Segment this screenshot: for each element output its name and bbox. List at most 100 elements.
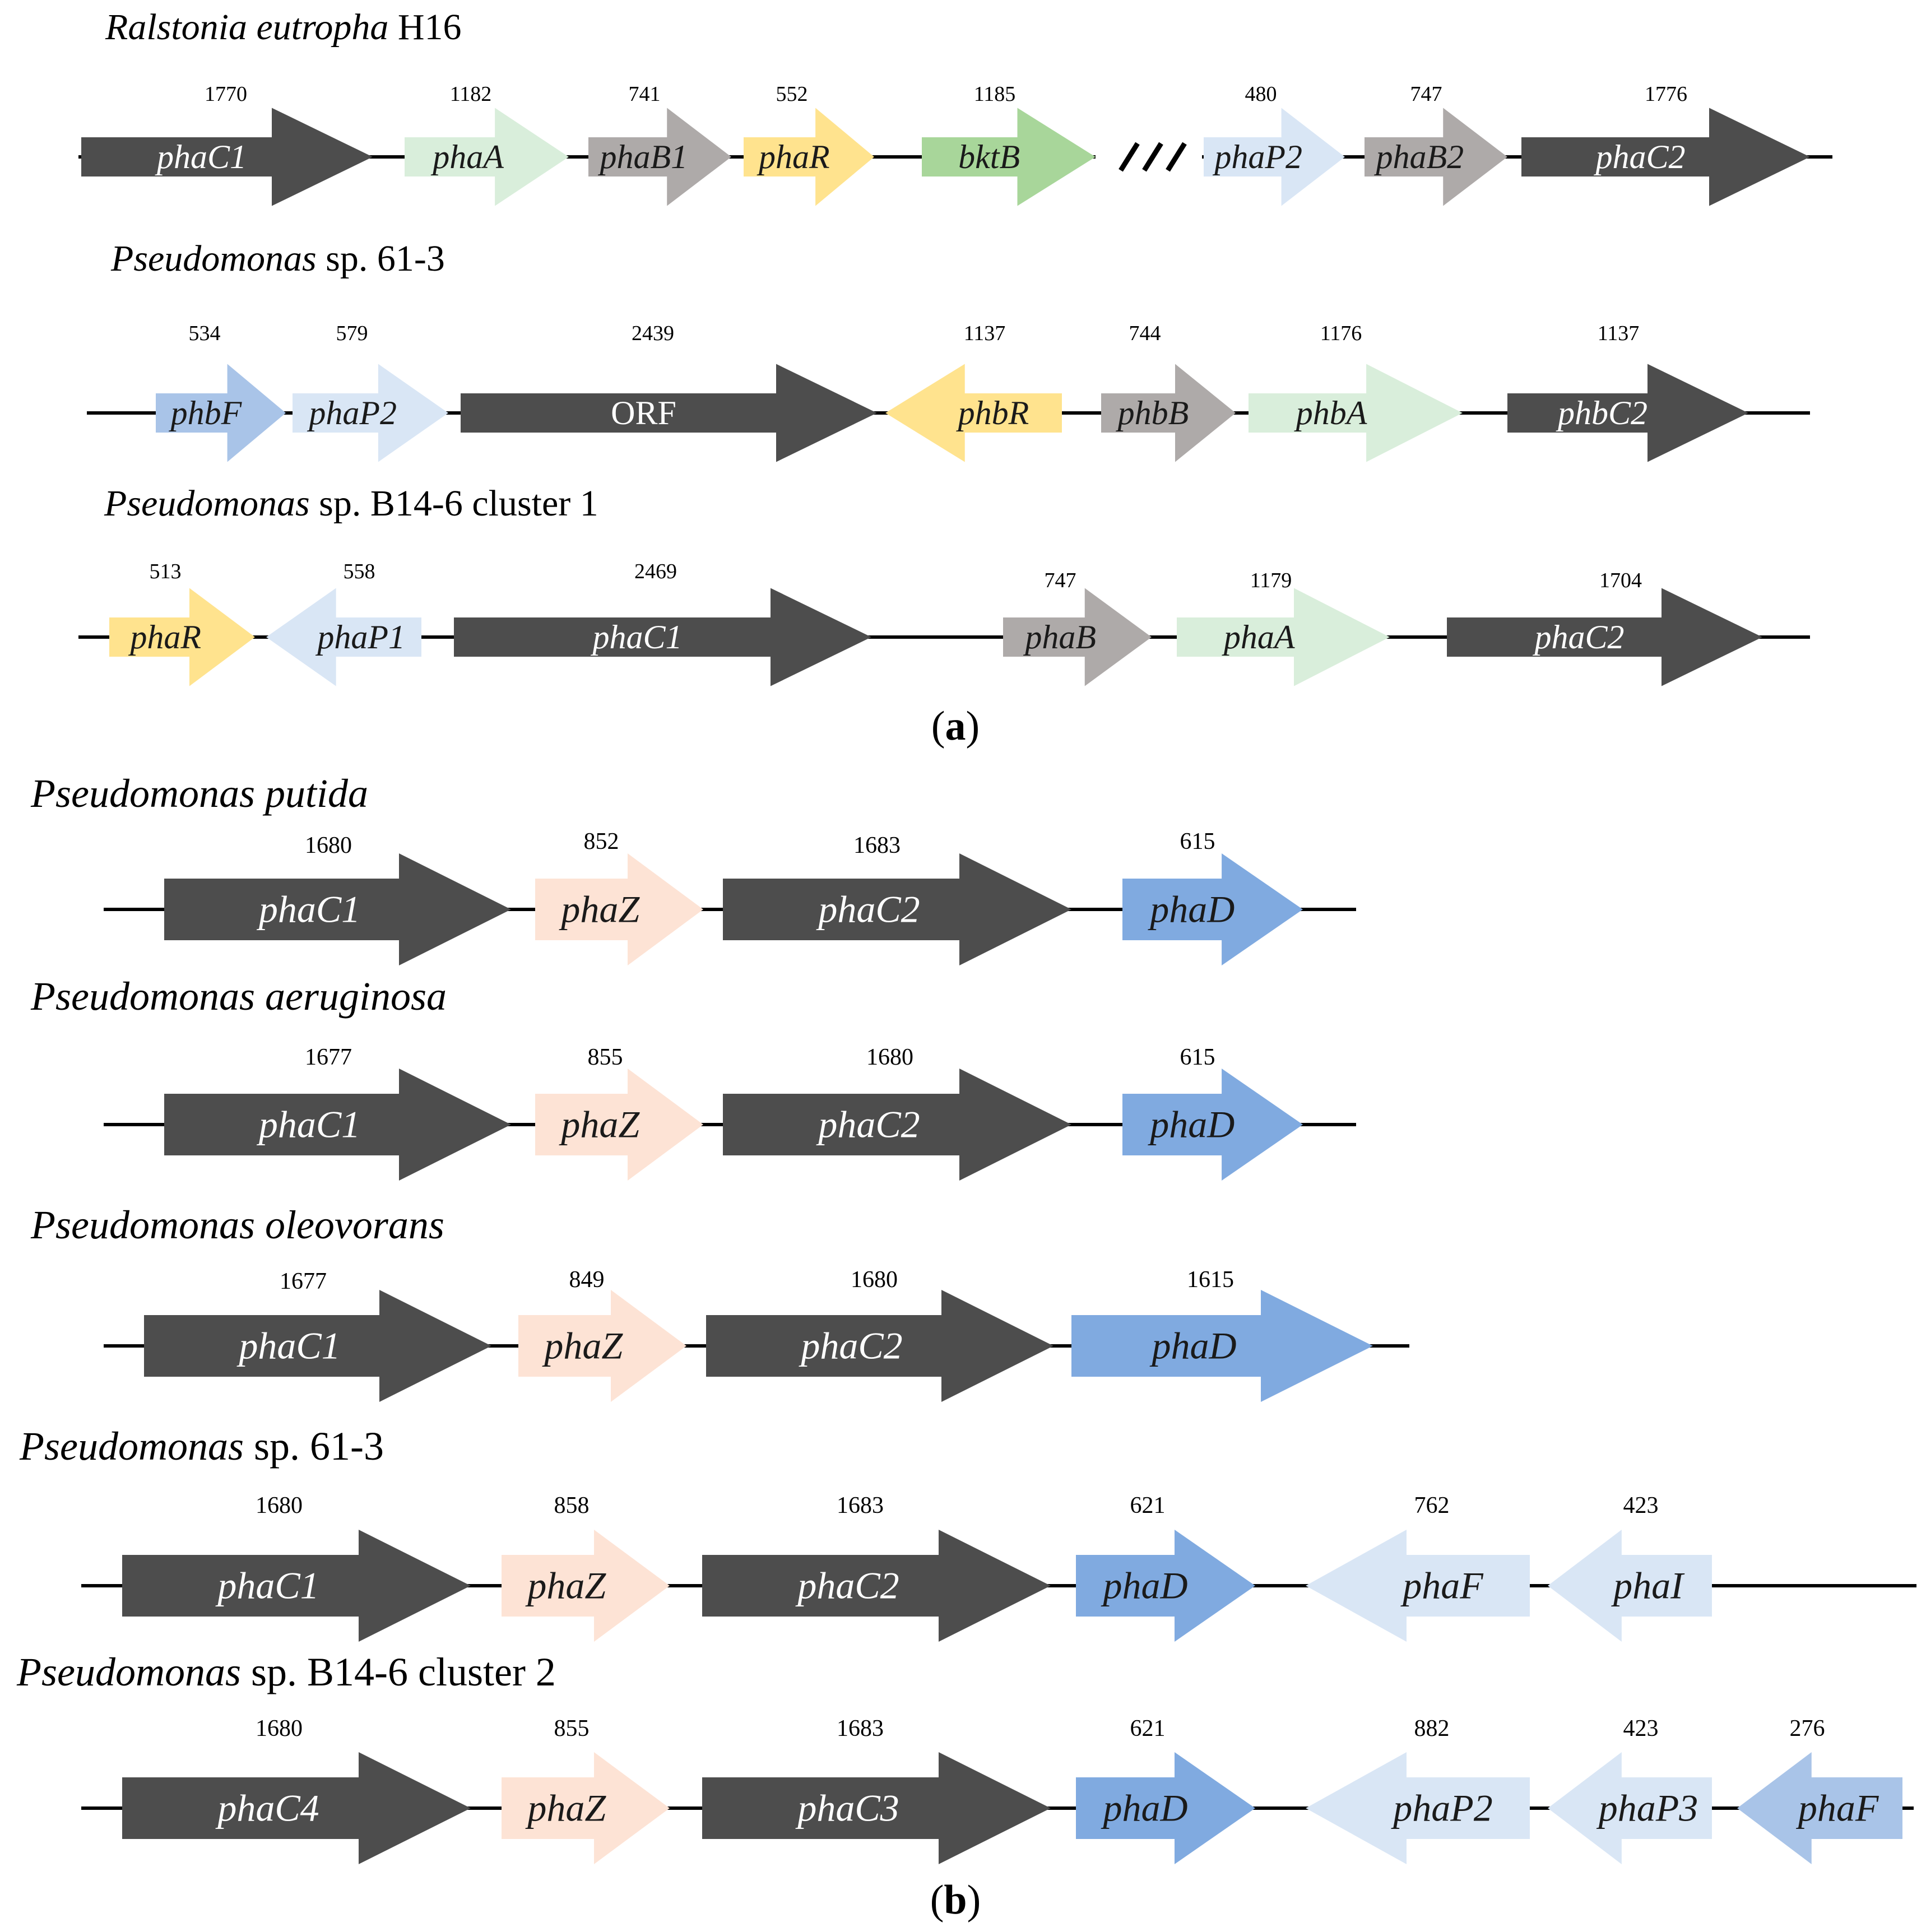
gene-length-label: 513 bbox=[150, 560, 182, 583]
gene-name-label: phaD bbox=[1148, 1103, 1235, 1145]
panel-label-a: (a) bbox=[931, 703, 980, 749]
gene-arrow-phaD bbox=[1122, 853, 1303, 965]
panel-label-b: (b) bbox=[930, 1877, 981, 1923]
gene-length-label: 615 bbox=[1180, 1044, 1215, 1070]
gene-arrow-phaA bbox=[1177, 588, 1390, 686]
gene-length-label: 1680 bbox=[866, 1044, 913, 1070]
gene-arrow-phbA bbox=[1249, 364, 1463, 462]
gene-name-label: phbF bbox=[169, 394, 243, 431]
break-mark bbox=[1119, 142, 1140, 172]
gene-arrow-phaD bbox=[1076, 1752, 1255, 1864]
gene-arrow-phaC1 bbox=[164, 853, 511, 965]
gene-arrow-phaP3 bbox=[1548, 1752, 1712, 1864]
organism-strain: sp. B14-6 cluster 1 bbox=[310, 483, 598, 524]
organism-strain: sp. 61-3 bbox=[317, 238, 445, 279]
gene-name-label: phaC4 bbox=[215, 1786, 319, 1829]
gene-length-label: 741 bbox=[629, 82, 661, 106]
gene-arrow-phaC4 bbox=[122, 1752, 471, 1864]
organism-genus: Pseudomonas putida bbox=[30, 771, 368, 816]
gene-arrow-phaB1 bbox=[588, 108, 731, 206]
gene-name-label: phaC2 bbox=[816, 888, 920, 930]
organism-strain: H16 bbox=[388, 7, 461, 48]
gene-length-label: 1680 bbox=[256, 1716, 303, 1741]
gene-length-label: 621 bbox=[1130, 1493, 1166, 1518]
gene-arrow-phaD bbox=[1071, 1290, 1373, 1402]
gene-name-label: phaD bbox=[1101, 1786, 1187, 1829]
gene-name-label: phaB2 bbox=[1373, 138, 1464, 175]
gene-name-label: phaR bbox=[757, 138, 830, 175]
gene-arrow-phaP1 bbox=[266, 588, 421, 686]
gene-arrow-phaC1 bbox=[81, 108, 373, 206]
gene-length-label: 1683 bbox=[853, 833, 901, 858]
gene-name-label: phaD bbox=[1149, 1324, 1236, 1367]
gene-arrow-phaI bbox=[1548, 1530, 1712, 1642]
organism-genus: Pseudomonas oleovorans bbox=[30, 1202, 444, 1247]
gene-length-label: 423 bbox=[1623, 1716, 1659, 1741]
gene-length-label: 855 bbox=[554, 1716, 590, 1741]
gene-arrow-phbC2 bbox=[1507, 364, 1748, 462]
gene-name-label: ORF bbox=[611, 394, 676, 431]
gene-arrow-phaZ bbox=[535, 853, 703, 965]
gene-arrow-phaR bbox=[744, 108, 874, 206]
gene-arrow-phaZ bbox=[502, 1530, 670, 1642]
organism-genus: Pseudomonas bbox=[16, 1650, 241, 1694]
gene-name-label: phaC2 bbox=[1593, 138, 1685, 175]
gene-length-label: 480 bbox=[1245, 82, 1277, 106]
gene-length-label: 615 bbox=[1180, 829, 1215, 854]
gene-length-label: 1683 bbox=[837, 1716, 884, 1741]
gene-length-label: 1677 bbox=[305, 1044, 352, 1070]
gene-name-label: phaP2 bbox=[1212, 138, 1302, 175]
break-mark bbox=[1166, 142, 1187, 172]
gene-name-label: phaF bbox=[1400, 1564, 1484, 1606]
gene-name-label: phaC2 bbox=[799, 1324, 902, 1367]
gene-length-label: 1615 bbox=[1187, 1267, 1234, 1293]
gene-length-label: 1179 bbox=[1250, 569, 1292, 592]
gene-length-label: 2439 bbox=[632, 322, 674, 345]
gene-arrow-phaZ bbox=[518, 1290, 686, 1402]
gene-name-label: phaZ bbox=[559, 888, 640, 930]
gene-name-label: phaP1 bbox=[315, 619, 405, 656]
organism-genus: Pseudomonas bbox=[110, 238, 317, 279]
gene-name-label: phbR bbox=[956, 394, 1029, 431]
gene-name-label: phaZ bbox=[559, 1103, 640, 1145]
gene-length-label: 1182 bbox=[450, 82, 492, 106]
gene-length-label: 762 bbox=[1414, 1493, 1450, 1518]
gene-name-label: phaC2 bbox=[1532, 619, 1624, 656]
gene-name-label: phaC2 bbox=[816, 1103, 920, 1145]
gene-length-label: 1185 bbox=[974, 82, 1016, 106]
gene-arrow-phaC1 bbox=[164, 1069, 511, 1181]
gene-length-label: 858 bbox=[554, 1493, 590, 1518]
gene-length-label: 1680 bbox=[256, 1493, 303, 1518]
gene-length-label: 1704 bbox=[1599, 569, 1642, 592]
gene-arrow-phaC1 bbox=[454, 588, 871, 686]
gene-name-label: phaC1 bbox=[236, 1324, 340, 1367]
gene-length-label: 1137 bbox=[1598, 322, 1640, 345]
gene-length-label: 1776 bbox=[1645, 82, 1687, 106]
organism-strain: sp. 61-3 bbox=[244, 1424, 384, 1469]
gene-name-label: phaP3 bbox=[1597, 1786, 1698, 1829]
organism-label: Pseudomonas oleovorans bbox=[30, 1202, 444, 1247]
gene-arrow-phaB2 bbox=[1365, 108, 1507, 206]
gene-name-label: phaC1 bbox=[590, 619, 682, 656]
gene-arrow-ORF bbox=[461, 364, 877, 462]
gene-length-label: 1680 bbox=[851, 1267, 898, 1293]
break-mark bbox=[1142, 142, 1163, 172]
organism-label: Pseudomonas sp. B14-6 cluster 1 bbox=[104, 483, 598, 524]
gene-name-label: bktB bbox=[958, 138, 1020, 175]
gene-name-label: phaC1 bbox=[215, 1564, 319, 1606]
organism-genus: Pseudomonas bbox=[19, 1424, 244, 1469]
gene-length-label: 276 bbox=[1790, 1716, 1825, 1741]
gene-name-label: phaC1 bbox=[155, 138, 247, 175]
gene-arrow-phaC2 bbox=[702, 1530, 1051, 1642]
organism-label: Pseudomonas putida bbox=[30, 771, 368, 816]
organism-genus: Ralstonia eutropha bbox=[105, 7, 388, 48]
gene-arrow-phaC2 bbox=[1447, 588, 1762, 686]
gene-arrow-bktB bbox=[922, 108, 1096, 206]
gene-arrow-phaB bbox=[1003, 588, 1152, 686]
gene-name-label: phaC2 bbox=[795, 1564, 899, 1606]
gene-arrow-phaP2 bbox=[1306, 1752, 1530, 1864]
gene-arrow-phaC2 bbox=[706, 1290, 1054, 1402]
gene-name-label: phaA bbox=[430, 138, 504, 175]
organism-label: Pseudomonas sp. 61-3 bbox=[19, 1424, 384, 1469]
